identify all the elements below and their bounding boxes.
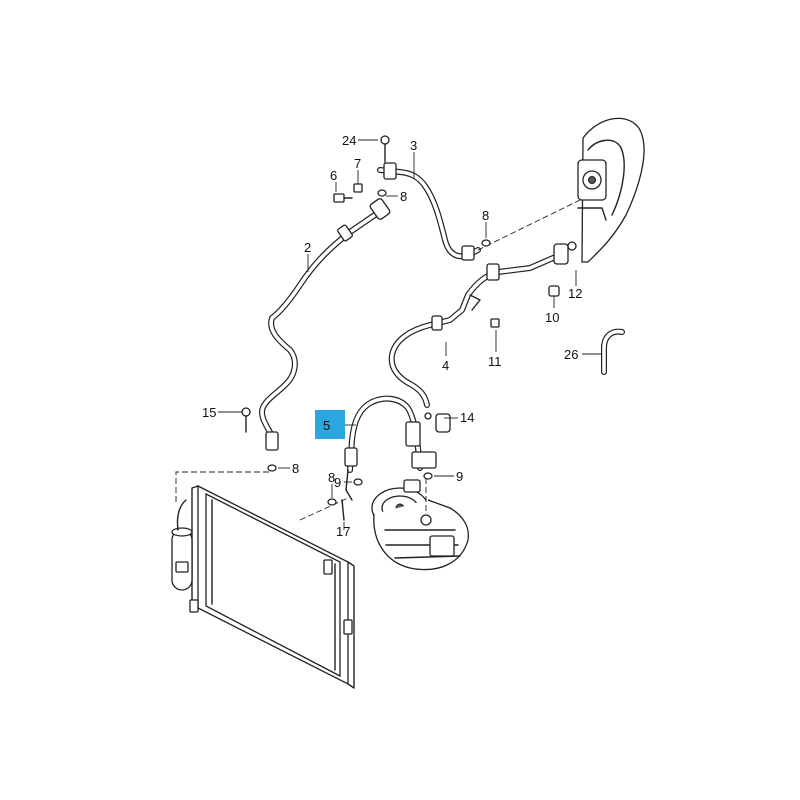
hose-5 — [344, 395, 423, 501]
callout-26: 26 — [564, 347, 578, 362]
hose-3 — [377, 162, 581, 261]
bolt-15 — [241, 407, 251, 433]
o-ring-9 — [353, 472, 433, 486]
bracket-14 — [411, 412, 451, 469]
callout-2: 2 — [304, 240, 311, 255]
callout-11: 11 — [488, 354, 502, 369]
nut-10 — [548, 285, 560, 297]
hose-26 — [601, 328, 625, 375]
callout-10: 10 — [545, 310, 559, 325]
callout-24: 24 — [342, 133, 356, 148]
condenser — [171, 484, 355, 689]
hose-2 — [259, 198, 391, 451]
callout-15: 15 — [202, 405, 216, 420]
bolt-17 — [341, 499, 345, 521]
callout-5: 5 — [323, 418, 330, 433]
callout-9-left: 9 — [334, 475, 341, 490]
callout-17: 17 — [336, 524, 350, 539]
o-ring-8 — [267, 189, 491, 506]
bolt-24 — [380, 135, 390, 163]
reference-line — [175, 471, 272, 502]
callout-4: 4 — [442, 358, 449, 373]
hose-4 — [388, 241, 577, 408]
bolt-6 — [333, 193, 353, 203]
callout-12: 12 — [568, 286, 582, 301]
callout-8-left: 8 — [292, 461, 299, 476]
callout-3: 3 — [410, 138, 417, 153]
ac-compressor — [371, 479, 470, 571]
firewall-bulkhead — [577, 117, 645, 263]
callout-7: 7 — [354, 156, 361, 171]
callout-6: 6 — [330, 168, 337, 183]
callout-8-right: 8 — [482, 208, 489, 223]
callout-8-lower: 8 — [328, 470, 335, 485]
nut-7 — [353, 183, 363, 193]
callout-5-highlight — [315, 410, 345, 439]
callout-9-right: 9 — [456, 469, 463, 484]
callout-14: 14 — [460, 410, 474, 425]
bolt-11 — [490, 318, 500, 328]
callout-8-upper: 8 — [400, 189, 407, 204]
reference-line — [299, 497, 349, 521]
